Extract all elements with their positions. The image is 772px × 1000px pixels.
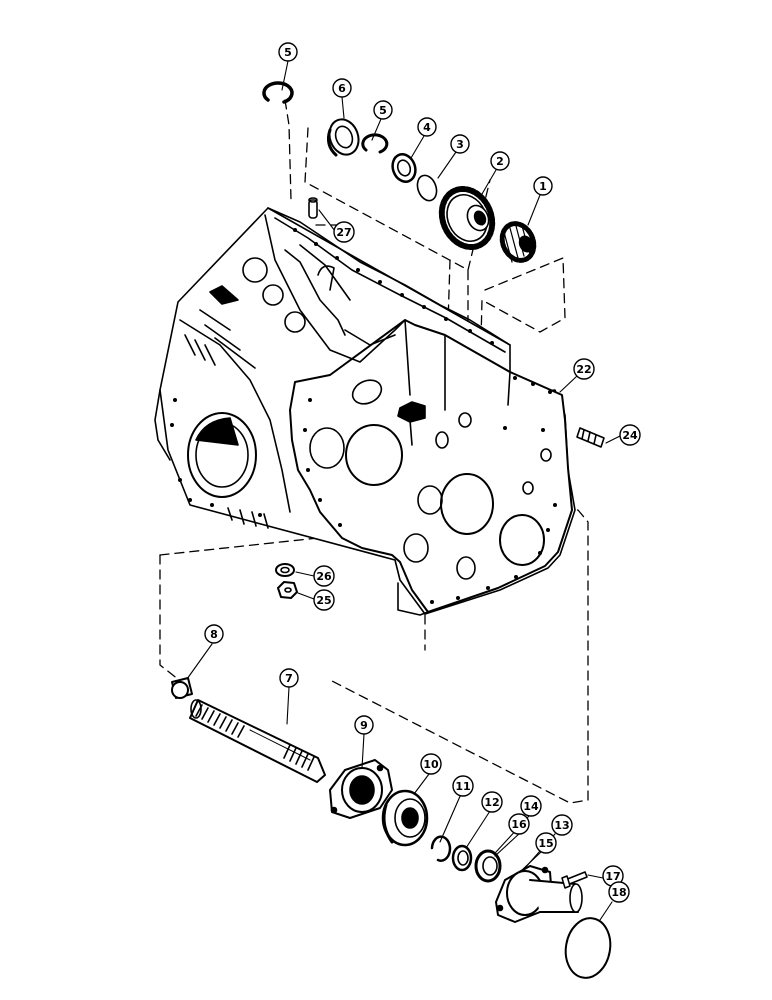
stud-24 — [576, 427, 605, 448]
callout-11: 11 — [452, 775, 474, 797]
callout-10: 10 — [420, 753, 442, 775]
svg-text:14: 14 — [523, 800, 539, 813]
snap-ring-upper — [262, 81, 294, 104]
svg-text:7: 7 — [285, 672, 293, 685]
retainer-9 — [329, 759, 393, 819]
callout-24: 24 — [619, 424, 641, 446]
gear-1 — [499, 221, 537, 263]
snap-ring-middle — [361, 133, 389, 154]
callout-14: 14 — [520, 795, 542, 817]
svg-text:5: 5 — [379, 104, 387, 117]
svg-text:10: 10 — [423, 758, 439, 771]
callout-7: 7 — [279, 668, 299, 688]
svg-text:6: 6 — [338, 82, 346, 95]
callout-9: 9 — [354, 715, 374, 735]
svg-text:12: 12 — [484, 796, 499, 809]
callout-26: 26 — [313, 565, 335, 587]
svg-text:1: 1 — [539, 180, 547, 193]
callout-13: 13 — [551, 814, 573, 836]
svg-text:15: 15 — [538, 837, 553, 850]
callout-15: 15 — [535, 832, 557, 854]
bearing-6 — [327, 118, 360, 157]
svg-text:3: 3 — [456, 138, 464, 151]
callout-22: 22 — [573, 358, 595, 380]
callout-18: 18 — [608, 881, 630, 903]
svg-text:24: 24 — [622, 429, 638, 442]
spacer-12 — [451, 844, 473, 872]
svg-text:22: 22 — [576, 363, 591, 376]
callout-5-middle: 5 — [373, 100, 393, 120]
bearing-10 — [381, 789, 429, 847]
callout-1: 1 — [533, 176, 553, 196]
callout-4: 4 — [417, 117, 437, 137]
svg-text:16: 16 — [511, 818, 527, 831]
race-4 — [391, 153, 417, 183]
svg-text:27: 27 — [336, 226, 351, 239]
washer-26 — [275, 563, 295, 577]
svg-text:11: 11 — [455, 780, 470, 793]
callout-8: 8 — [204, 624, 224, 644]
o-ring-18 — [564, 917, 612, 979]
callout-6: 6 — [332, 78, 352, 98]
svg-text:13: 13 — [554, 819, 569, 832]
callout-25: 25 — [313, 589, 335, 611]
seal-16 — [474, 849, 502, 883]
callout-5-top: 5 — [278, 42, 298, 62]
bolt-17 — [561, 871, 588, 889]
svg-text:18: 18 — [611, 886, 626, 899]
svg-text:25: 25 — [316, 594, 331, 607]
gear-2 — [438, 185, 496, 251]
callout-17: 17 — [602, 865, 624, 887]
dowel-pin — [308, 197, 318, 219]
svg-text:2: 2 — [496, 155, 504, 168]
svg-text:9: 9 — [360, 719, 368, 732]
callout-12: 12 — [481, 791, 503, 813]
svg-text:5: 5 — [284, 46, 292, 59]
ring-3 — [416, 174, 438, 202]
callout-27: 27 — [333, 221, 355, 243]
snap-ring-11 — [430, 835, 452, 862]
shaft-7 — [189, 699, 326, 783]
callout-2: 2 — [490, 151, 510, 171]
nut-25 — [277, 581, 298, 599]
output-housing-15 — [495, 865, 583, 923]
svg-text:26: 26 — [316, 570, 332, 583]
callout-16: 16 — [508, 813, 530, 835]
svg-text:4: 4 — [423, 121, 431, 134]
transmission-housing — [154, 207, 576, 616]
callout-3: 3 — [450, 134, 470, 154]
svg-text:8: 8 — [210, 628, 218, 641]
bushing-8 — [171, 677, 193, 699]
svg-text:17: 17 — [605, 870, 620, 883]
